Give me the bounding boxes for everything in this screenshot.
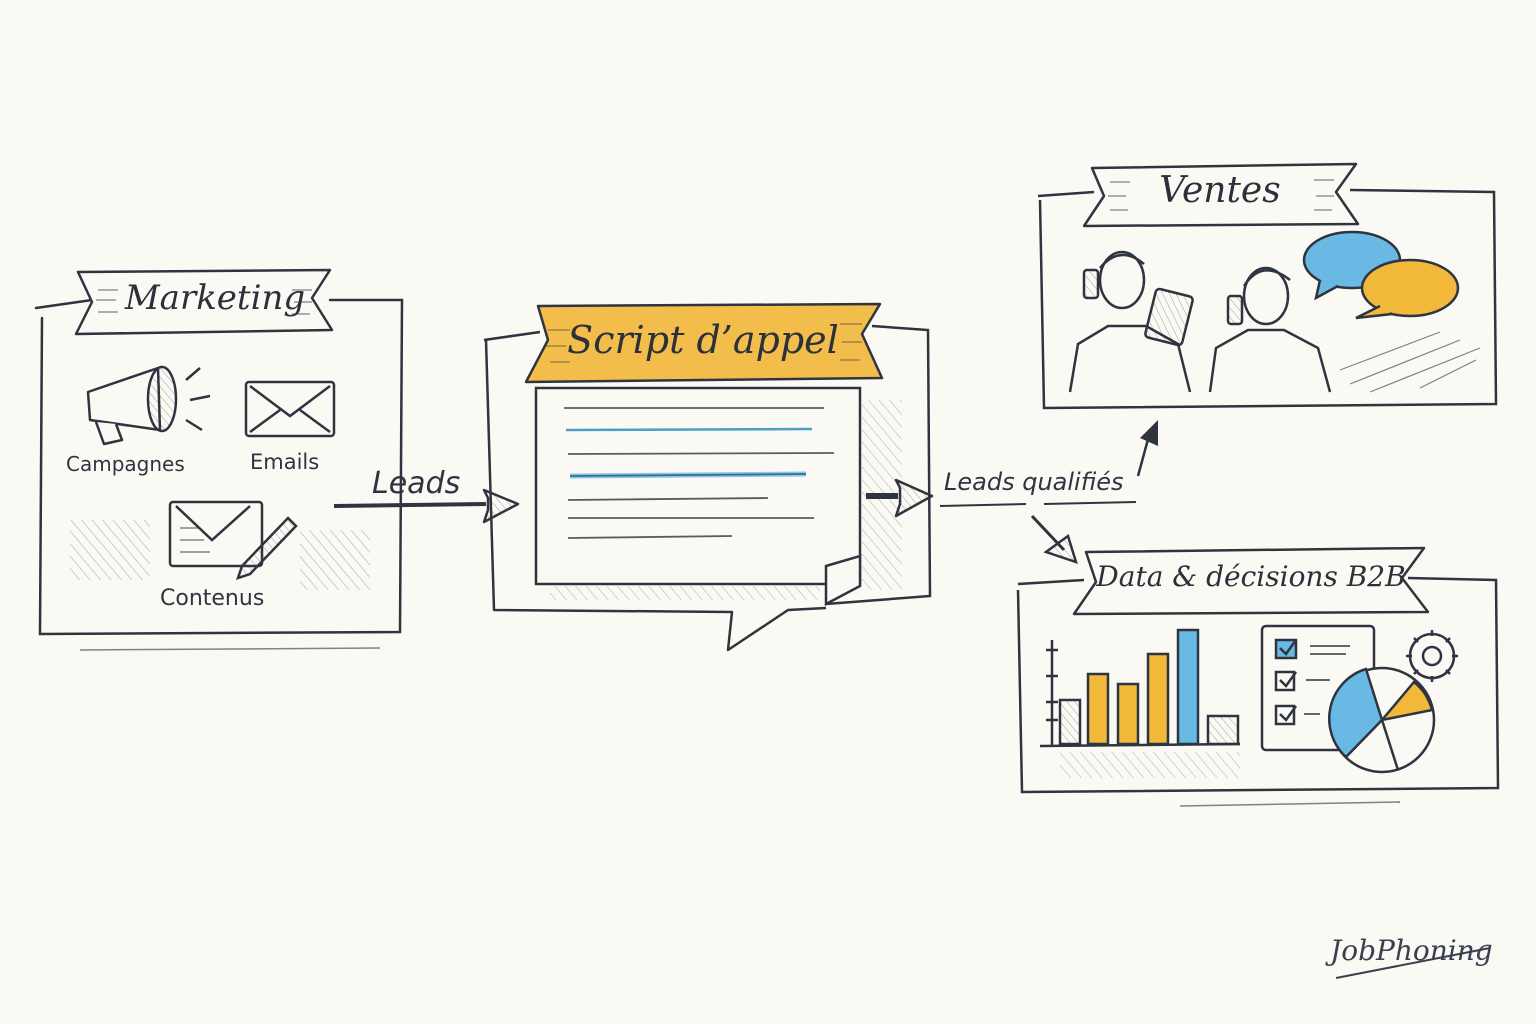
marketing-banner xyxy=(74,268,334,336)
jobphoning-logo: JobPhoning xyxy=(1330,934,1493,967)
data-banner xyxy=(1072,546,1430,616)
speech-bubbles-icon xyxy=(1302,230,1460,320)
logo-underline xyxy=(1335,947,1491,979)
script-banner xyxy=(524,302,884,384)
edge-label-leads-qualified: Leads qualifiés xyxy=(944,468,1124,496)
bar-chart-icon xyxy=(1039,628,1241,778)
marketing-item-campaigns: Campagnes xyxy=(66,452,185,476)
data-box xyxy=(1016,576,1500,807)
person-phone-icon xyxy=(1208,266,1332,393)
arrow-marketing-to-script xyxy=(333,488,520,524)
envelope-pencil-icon xyxy=(168,500,298,580)
ventes-banner xyxy=(1082,162,1360,228)
marketing-item-contents: Contenus xyxy=(160,586,265,611)
envelope-icon xyxy=(244,380,336,438)
ventes-box xyxy=(1037,188,1498,410)
person-phone-tablet-icon xyxy=(1068,250,1194,393)
marketing-box xyxy=(34,298,404,651)
ventes-title: Ventes xyxy=(1159,170,1281,211)
marketing-item-emails: Emails xyxy=(250,450,320,474)
megaphone-icon xyxy=(86,365,211,446)
pie-chart-icon xyxy=(1328,666,1436,774)
marketing-title: Marketing xyxy=(124,278,306,318)
arrow-script-out xyxy=(866,420,1158,564)
gear-icon xyxy=(1406,630,1458,682)
edge-label-leads: Leads xyxy=(372,466,461,501)
data-title: Data & décisions B2B xyxy=(1096,560,1406,593)
script-title: Script d’appel xyxy=(567,318,839,362)
